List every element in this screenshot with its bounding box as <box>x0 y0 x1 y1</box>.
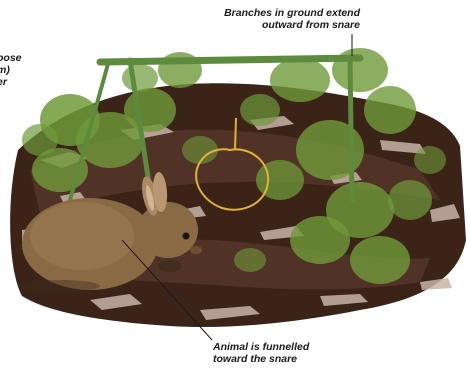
annotation-loop-line-3: er <box>0 76 22 88</box>
annotation-funnel-line-2: toward the snare <box>213 353 309 365</box>
annotation-funnel-line-1: Animal is funnelled <box>213 341 309 353</box>
annotation-branches: Branches in ground extend outward from s… <box>224 7 360 31</box>
annotation-loop-partial: oose m) er <box>0 52 22 88</box>
annotation-funnel: Animal is funnelled toward the snare <box>213 341 309 365</box>
annotation-branches-line-1: Branches in ground extend <box>224 7 360 19</box>
annotation-loop-line-2: m) <box>0 64 22 76</box>
annotation-branches-line-2: outward from snare <box>224 19 360 31</box>
annotation-loop-line-1: oose <box>0 52 22 64</box>
